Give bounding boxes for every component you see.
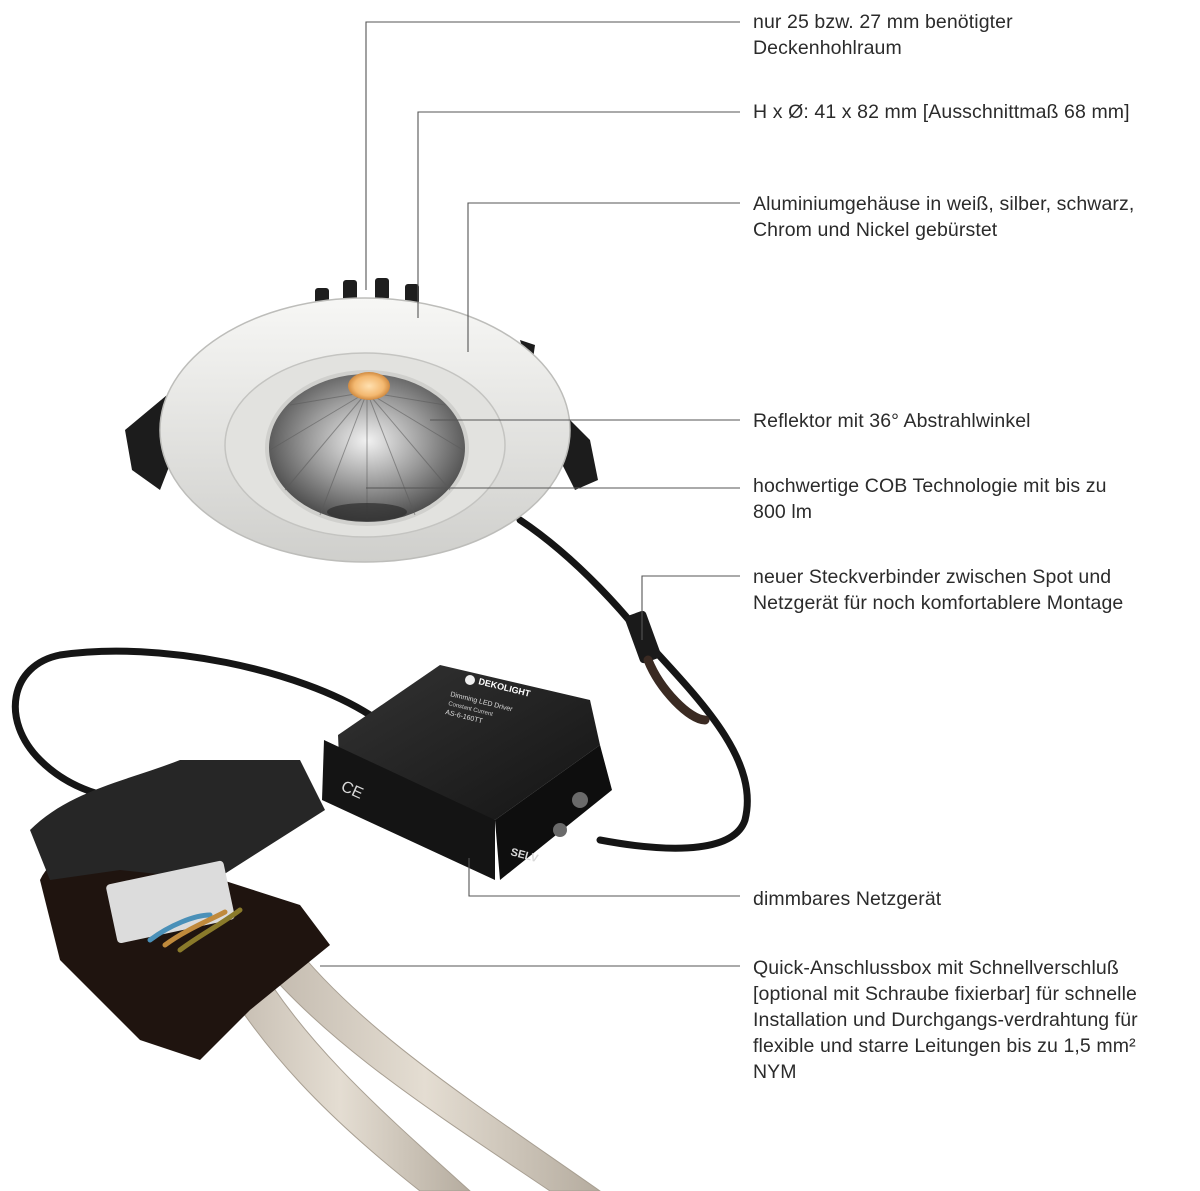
leader-dimensions [417, 111, 740, 318]
callout-housing: Aluminiumgehäuse in weiß, silber, schwar… [753, 193, 1135, 241]
spot-cable [516, 516, 751, 852]
callout-cob: hochwertige COB Technologie mit bis zu 8… [753, 475, 1107, 523]
callout-reflector: Reflektor mit 36° Abstrahlwinkel [753, 410, 1031, 432]
box-cable [11, 647, 374, 804]
led-driver: DEKOLIGHT Dimming LED Driver Constant Cu… [322, 665, 612, 880]
heat-sink [315, 278, 419, 308]
callout-box: Quick-Anschlussbox mit Schnellverschluß … [753, 957, 1138, 1083]
leader-driver [468, 858, 740, 897]
plug-connector [625, 610, 661, 664]
callout-driver: dimmbares Netzgerät [753, 888, 942, 910]
quick-connection-box [30, 760, 330, 1060]
cob-led [348, 372, 390, 400]
leader-ceiling [365, 21, 740, 290]
callout-connector: neuer Steckverbinder zwischen Spot und N… [753, 566, 1124, 614]
callout-ceiling: nur 25 bzw. 27 mm benötigter Deckenhohlr… [753, 11, 1013, 59]
callout-dimensions: H x Ø: 41 x 82 mm [Ausschnittmaß 68 mm] [753, 101, 1130, 123]
leader-connector [641, 575, 740, 640]
leader-housing [467, 202, 740, 352]
